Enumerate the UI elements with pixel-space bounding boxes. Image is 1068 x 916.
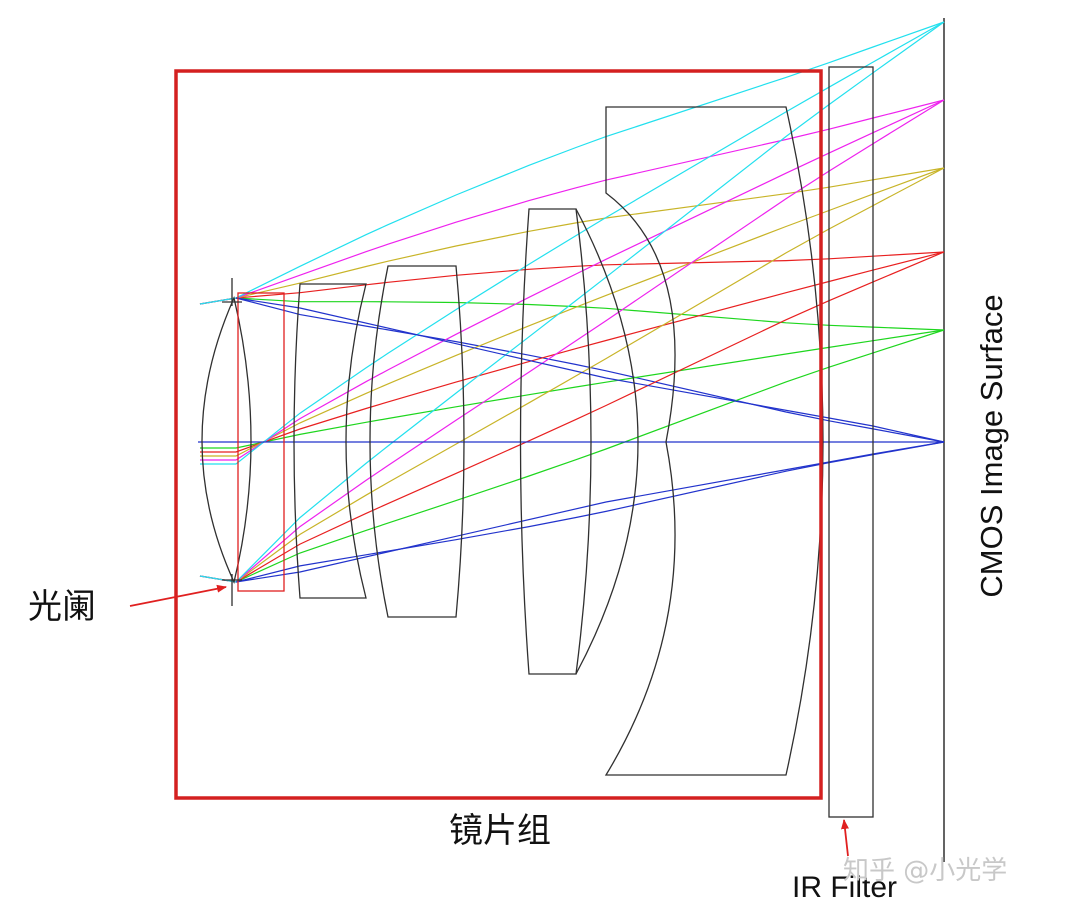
ray-field-1-upper: [199, 297, 945, 331]
ir-filter-plate: [828, 66, 874, 818]
ray-field-5-upper: [199, 21, 945, 305]
sensor-label: CMOS Image Surface: [974, 294, 1009, 597]
aperture-stop: [222, 278, 285, 606]
ray-field-4-upper: [199, 99, 945, 305]
lens-element-2: [293, 283, 367, 599]
lens-element-5: [575, 208, 639, 675]
ir-filter-arrow: [841, 819, 849, 857]
ray-field-0-lower: [199, 441, 945, 583]
aperture-arrow: [129, 584, 227, 607]
ray-field-5-chief: [200, 21, 945, 465]
ray-axial-marginal-lower: [235, 441, 945, 583]
ray-field-3-lower: [199, 167, 945, 583]
lens-group-label: 镜片组: [449, 812, 551, 850]
ray-field-2-upper: [199, 251, 945, 305]
ir-filter-label: IR Filter: [792, 871, 897, 904]
watermark-text: 知乎 @小光学: [843, 856, 1007, 886]
aperture-label: 光阑: [28, 588, 96, 626]
ray-field-1-chief: [200, 329, 945, 449]
lens-element-1: [201, 295, 252, 584]
lens-group-box: [174, 69, 823, 800]
ray-trace-group: [199, 21, 945, 583]
ray-field-1-lower: [199, 329, 945, 583]
ray-axial-marginal-upper: [235, 297, 945, 443]
lens-element-3: [369, 265, 465, 618]
